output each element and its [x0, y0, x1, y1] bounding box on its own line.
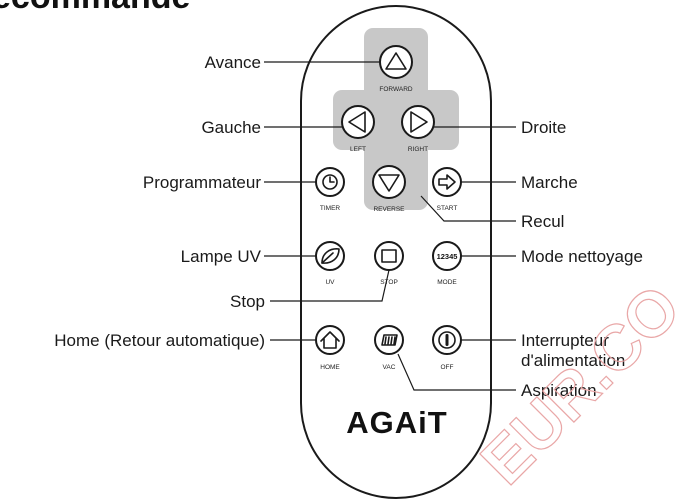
- leaf-icon: [321, 248, 340, 264]
- left-caption: LEFT: [350, 146, 366, 153]
- left-button[interactable]: [341, 105, 375, 139]
- vacuum-icon: [381, 334, 398, 346]
- triangle-left-icon: [348, 111, 366, 133]
- label-lampe-uv: Lampe UV: [181, 247, 262, 266]
- stop-caption: STOP: [380, 279, 398, 286]
- triangle-down-icon: [378, 174, 400, 192]
- mode-number-icon: 12345: [437, 252, 458, 261]
- watermark: EUR.CO: [467, 271, 675, 498]
- label-recul: Recul: [521, 212, 564, 231]
- start-button[interactable]: [432, 167, 462, 197]
- forward-caption: FORWARD: [379, 86, 413, 93]
- label-avance: Avance: [205, 53, 261, 72]
- uv-button[interactable]: [315, 241, 345, 271]
- square-icon: [381, 249, 397, 263]
- home-caption: HOME: [320, 364, 340, 371]
- label-gauche: Gauche: [201, 118, 261, 137]
- vac-button[interactable]: [374, 325, 404, 355]
- leader-lines: [264, 61, 516, 391]
- reverse-button[interactable]: [372, 165, 406, 199]
- label-programmateur: Programmateur: [143, 173, 261, 192]
- off-button[interactable]: [432, 325, 462, 355]
- label-home: Home (Retour automatique): [54, 331, 265, 350]
- uv-caption: UV: [325, 279, 335, 286]
- triangle-up-icon: [385, 52, 407, 70]
- mode-button[interactable]: 12345: [432, 241, 462, 271]
- stop-button[interactable]: [374, 241, 404, 271]
- forward-button[interactable]: [379, 45, 413, 79]
- label-marche: Marche: [521, 173, 578, 192]
- triangle-right-icon: [410, 111, 428, 133]
- brand-logo: AGAiT: [346, 405, 447, 440]
- power-icon: [438, 331, 456, 349]
- vac-caption: VAC: [383, 364, 396, 371]
- clock-icon: [322, 174, 338, 190]
- timer-button[interactable]: [315, 167, 345, 197]
- home-icon: [320, 331, 340, 349]
- label-mode-nettoyage: Mode nettoyage: [521, 247, 643, 266]
- start-caption: START: [437, 205, 458, 212]
- right-caption: RIGHT: [408, 146, 428, 153]
- page-title: ecommande: [0, 0, 190, 16]
- label-interrupteur-line2: d'alimentation: [521, 351, 625, 370]
- label-stop: Stop: [230, 292, 265, 311]
- home-button[interactable]: [315, 325, 345, 355]
- off-caption: OFF: [441, 364, 454, 371]
- label-droite: Droite: [521, 118, 566, 137]
- arrow-right-icon: [438, 174, 456, 190]
- reverse-caption: REVERSE: [373, 206, 405, 213]
- timer-caption: TIMER: [320, 205, 341, 212]
- mode-caption: MODE: [437, 279, 457, 286]
- right-button[interactable]: [401, 105, 435, 139]
- label-aspiration: Aspiration: [521, 381, 597, 400]
- label-interrupteur-line1: Interrupteur: [521, 331, 609, 350]
